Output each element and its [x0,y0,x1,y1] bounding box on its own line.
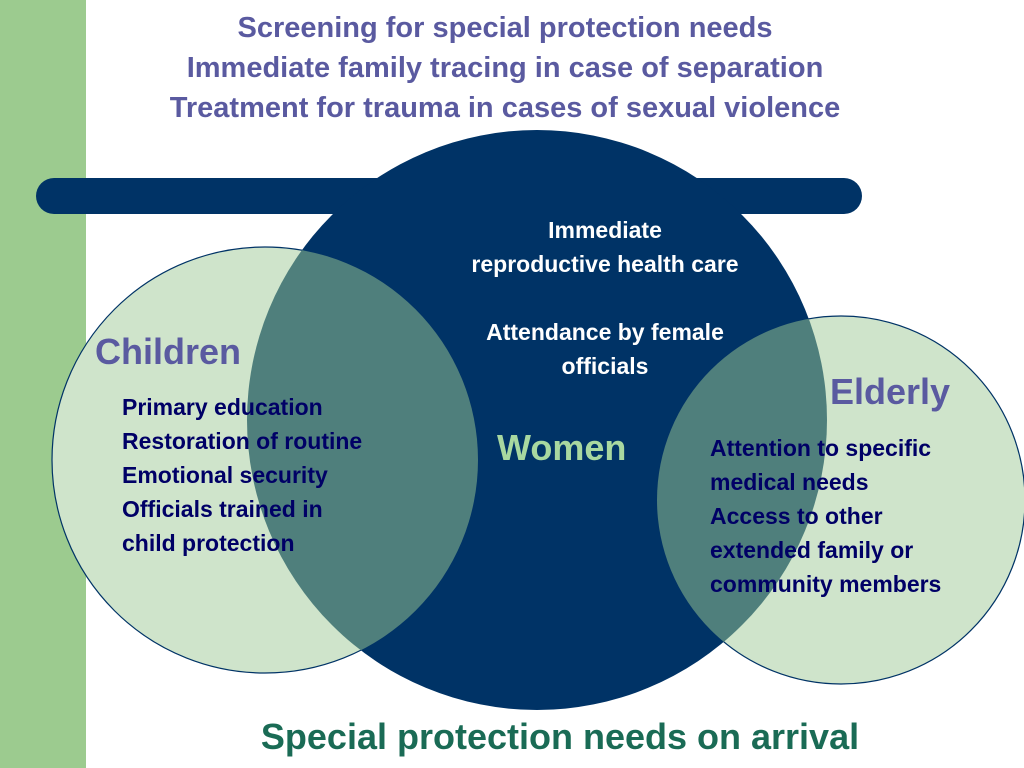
header-line: Treatment for trauma in cases of sexual … [169,92,841,124]
header-line: Screening for special protection needs [237,12,773,44]
children-item: Officials trained in [122,496,323,522]
elderly-items: Attention to specific medical needs Acce… [710,431,941,601]
elderly-item: extended family or [710,537,914,563]
children-items: Primary education Restoration of routine… [122,390,362,560]
elderly-title: Elderly [830,371,951,412]
overlap-elderly-women [657,316,827,684]
women-item: officials [561,353,649,379]
elderly-item: community members [710,571,942,597]
children-item: Emotional security [122,462,328,488]
children-item: child protection [122,530,295,556]
women-item [430,281,780,315]
children-item: Primary education [122,394,323,420]
women-title: Women [497,427,627,468]
children-item: Restoration of routine [122,428,363,454]
header-line: Immediate family tracing in case of sepa… [186,52,824,84]
elderly-item: medical needs [710,469,869,495]
women-item: reproductive health care [471,251,739,277]
elderly-item: Attention to specific [710,435,932,461]
elderly-item: Access to other [710,503,883,529]
header-text: Screening for special protection needs I… [60,8,950,128]
women-item: Attendance by female [486,319,724,345]
women-items: Immediate reproductive health care Atten… [430,213,780,383]
children-title: Children [95,331,242,372]
footer-title: Special protection needs on arrival [260,716,860,757]
overlap-children-women [247,247,478,673]
women-item: Immediate [548,217,662,243]
